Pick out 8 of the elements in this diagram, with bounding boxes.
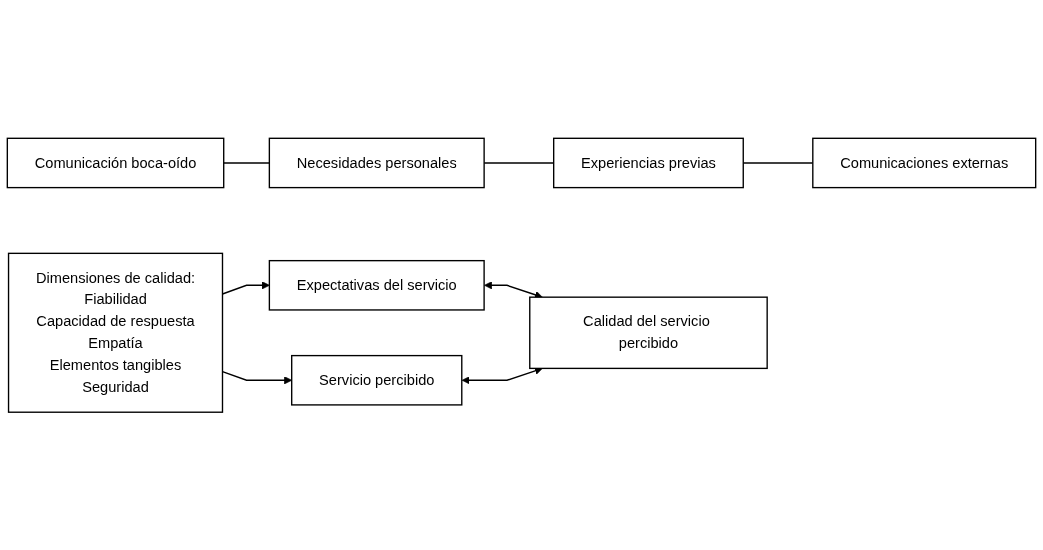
node-box: Expectativas del servicio	[268, 259, 485, 311]
node-box: Experiencias previas	[553, 137, 744, 189]
node-box: Dimensiones de calidad: Fiabilidad Capacidad de respuesta Empatía Elementos tangibles Seguridad	[7, 252, 224, 413]
node-box: Comunicación boca-oído	[6, 137, 225, 189]
node-box: Calidad del servicio percibido	[529, 296, 768, 369]
node-box: Servicio percibido	[291, 354, 463, 406]
node-box: Necesidades personales	[268, 137, 485, 189]
node-box: Comunicaciones externas	[812, 137, 1037, 189]
